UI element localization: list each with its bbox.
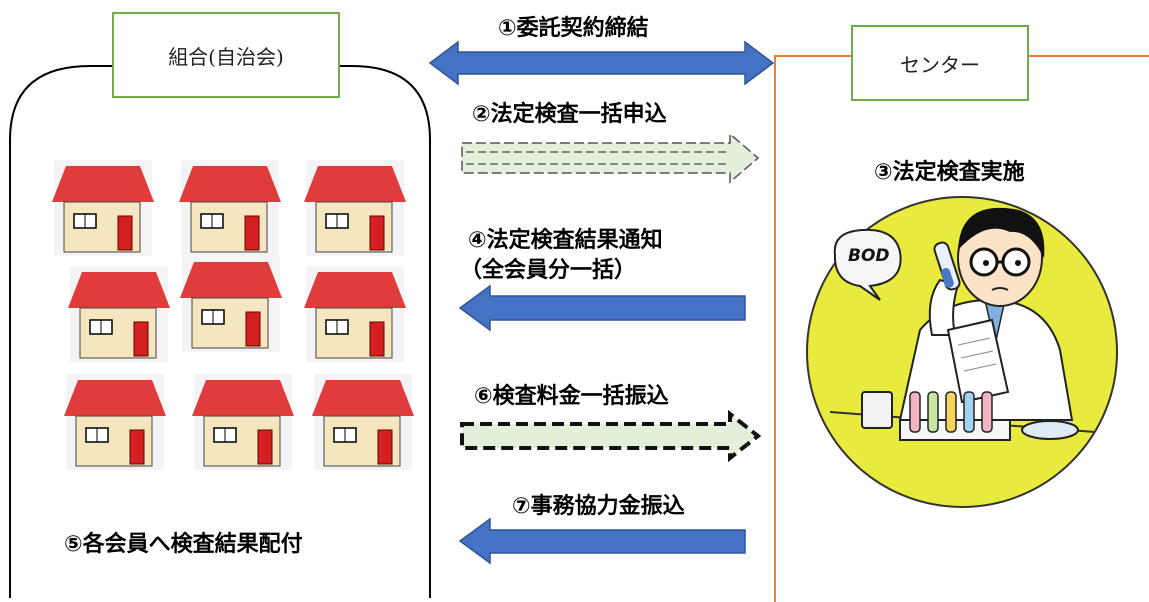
- arrow-step2-right: [461, 132, 760, 184]
- arrow-step1-double: [428, 40, 775, 86]
- center-title: センター: [900, 52, 980, 77]
- center-label: センター: [851, 25, 1029, 101]
- house-icon: [180, 256, 282, 352]
- step7-label: ⑦事務協力金振込: [512, 494, 685, 519]
- houses-grid: [52, 160, 414, 470]
- step2-label: ②法定検査一括申込: [472, 102, 667, 127]
- association-label: 組合(自治会): [112, 12, 340, 98]
- step6-label: ⑥検査料金一括振込: [474, 384, 669, 409]
- step4-label-line1: ④法定検査結果通知: [468, 228, 663, 253]
- house-icon: [64, 374, 166, 470]
- arrow-step7-left: [458, 517, 746, 565]
- bubble-text: BOD: [848, 246, 890, 266]
- step3-label: ③法定検査実施: [874, 160, 1025, 185]
- arrow-step6-right: [460, 409, 762, 463]
- house-icon: [312, 374, 414, 470]
- house-icon: [304, 160, 406, 256]
- house-icon: [52, 160, 154, 256]
- arrow-step4-left: [458, 284, 746, 332]
- step5-label: ⑤各会員へ検査結果配付: [64, 532, 303, 557]
- house-icon: [179, 160, 281, 256]
- house-icon: [192, 374, 294, 470]
- house-icon: [68, 266, 170, 362]
- scientist-illustration: [806, 196, 1118, 508]
- association-title: 組合(自治会): [168, 44, 284, 69]
- house-icon: [304, 266, 406, 362]
- step1-label: ①委託契約締結: [498, 16, 649, 41]
- step4-label-line2: （全会員分一括）: [460, 258, 637, 283]
